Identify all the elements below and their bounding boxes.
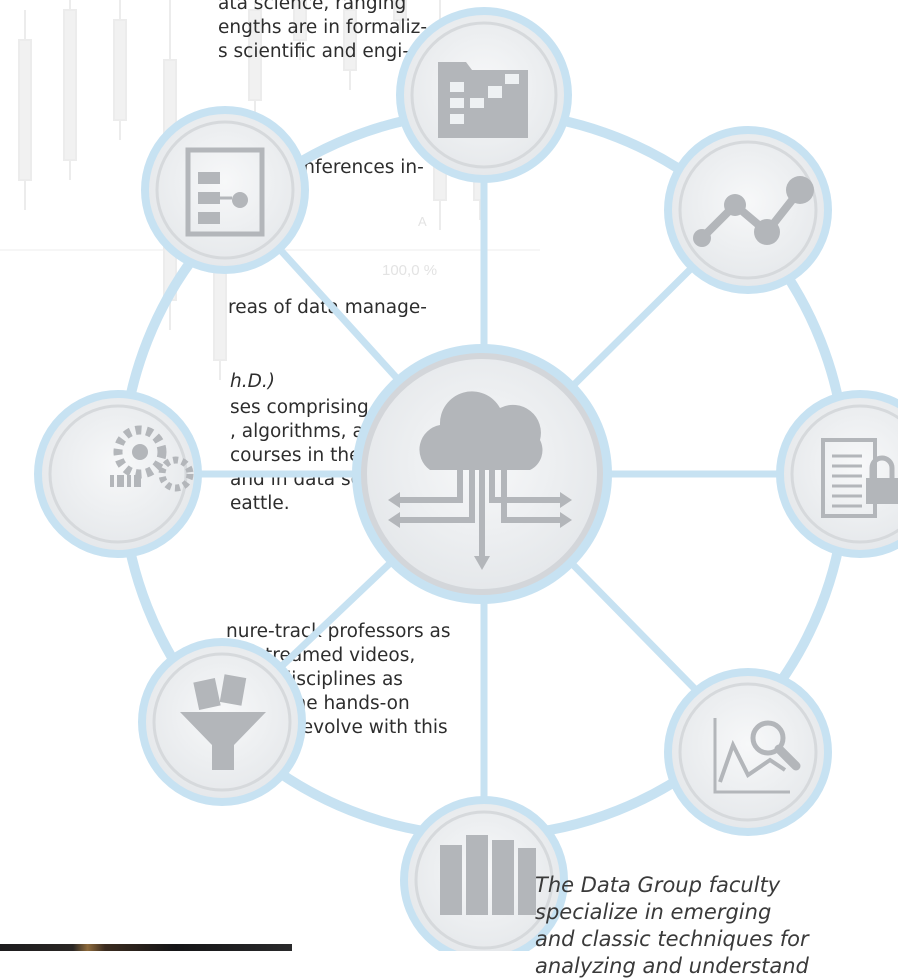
caption-line: and classic techniques for (535, 927, 809, 951)
caption-line: specialize in emerging (535, 900, 772, 924)
text-line: eattle. (230, 493, 290, 514)
chart-percent-label: 100,0 % (382, 262, 437, 279)
caption-line: The Data Group faculty (535, 873, 781, 897)
server-rack-icon (400, 796, 568, 951)
caption-line: analyzing and understand (535, 954, 809, 978)
flowchart-icon (141, 106, 309, 274)
text-line: h.D.) (230, 371, 275, 392)
text-line: ses comprising the (230, 397, 406, 418)
text-line: , algorithms, and (230, 421, 388, 442)
chart-axis-label: A (418, 214, 427, 229)
text-line: engths are in formaliz- (218, 17, 428, 38)
caption: The Data Group faculty specialize in eme… (535, 872, 895, 980)
text-line: s scientific and engi- (218, 41, 410, 62)
document-lock-icon (776, 390, 898, 558)
folder-diagram-icon (396, 7, 572, 183)
line-graph-icon (664, 126, 832, 294)
funnel-documents-icon (138, 638, 306, 806)
hub-diagram (34, 7, 898, 951)
photo-strip (0, 944, 292, 951)
text-line: reas of data manage- (228, 297, 427, 318)
chart-magnifier-icon (664, 668, 832, 836)
text-line: nure-track professors as (226, 621, 451, 642)
text-line: ata science, ranging (218, 0, 407, 14)
cloud-network-icon (352, 344, 612, 604)
gears-binary-icon (34, 390, 202, 558)
